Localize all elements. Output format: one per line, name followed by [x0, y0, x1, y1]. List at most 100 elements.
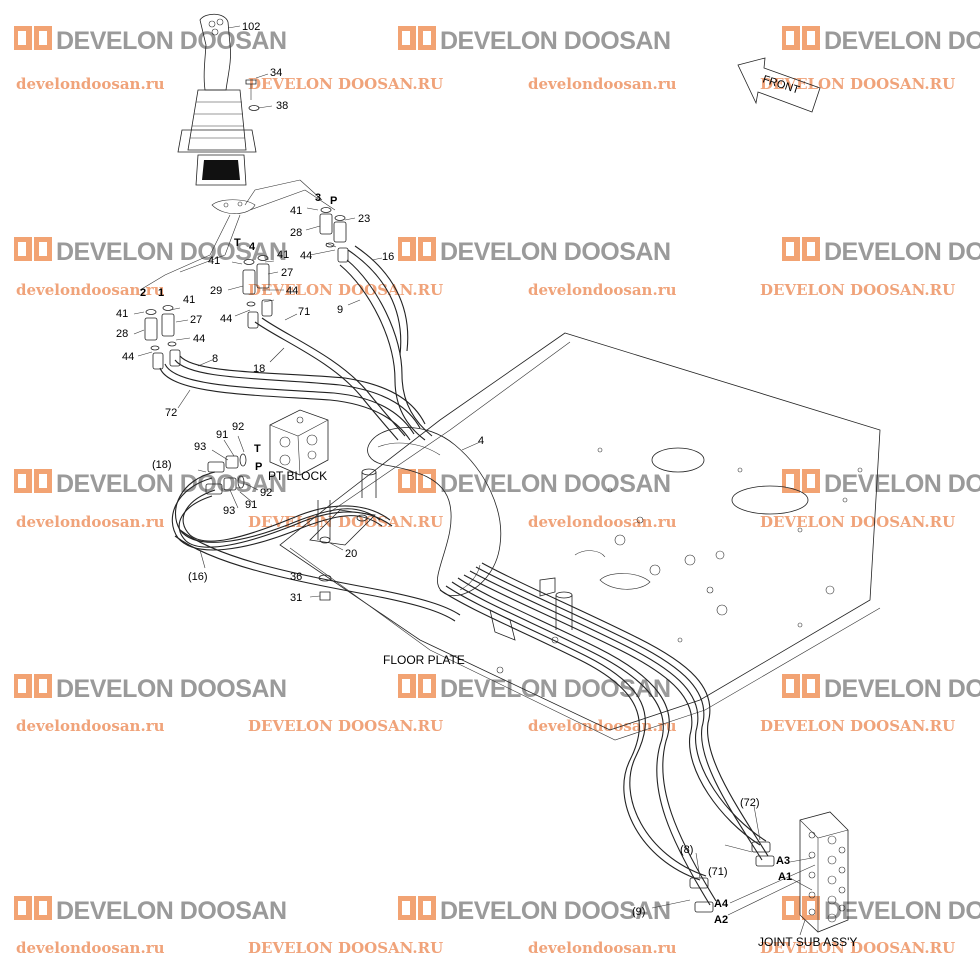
part-label-9: 9 — [337, 304, 343, 316]
part-label-36: 36 — [290, 571, 302, 583]
part-label-72: 72 — [165, 407, 177, 419]
part-labels: 102 34 38 3 P 41 23 28 44 16 T 4 41 41 2… — [116, 21, 857, 949]
watermark-brand-text: DEVELON DOOSAN — [56, 675, 287, 703]
watermark-logo — [782, 469, 820, 493]
watermark-brand-text: DEVELON DOOSAN — [824, 27, 980, 55]
part-label-91: 91 — [245, 499, 257, 511]
part-label-93: 93 — [223, 505, 235, 517]
watermark-logo — [398, 26, 436, 50]
watermark-url: DEVELON DOOSAN.RU — [248, 717, 443, 735]
part-label-72-ref: (72) — [740, 797, 760, 809]
watermark-url: develondoosan.ru — [528, 75, 677, 93]
port-label-a2: A2 — [714, 914, 728, 926]
port-label-2: 2 — [140, 287, 146, 299]
watermark-logo — [398, 469, 436, 493]
watermark-logo — [782, 896, 820, 920]
watermark-logo — [14, 469, 52, 493]
part-label-93: 93 — [194, 441, 206, 453]
caption-pt-block: PT BLOCK — [268, 469, 327, 483]
watermark-brand-text: DEVELON DOOSAN — [824, 675, 980, 703]
port-label-a3: A3 — [776, 855, 790, 867]
part-label-41: 41 — [290, 205, 302, 217]
watermark-logo — [398, 896, 436, 920]
watermark-url: DEVELON DOOSAN.RU — [760, 717, 955, 735]
watermark-url: DEVELON DOOSAN.RU — [760, 513, 955, 531]
watermark-brand-text: DEVELON DOOSAN — [824, 897, 980, 925]
part-label-102: 102 — [242, 21, 260, 33]
pt-block — [269, 409, 329, 476]
floor-plate — [279, 332, 881, 741]
part-label-18-ref: (18) — [152, 459, 172, 471]
joint-sub-assy — [799, 811, 849, 933]
port-label-p-top: P — [330, 195, 337, 207]
leader-lines — [133, 25, 816, 936]
watermark-url: develondoosan.ru — [528, 939, 677, 957]
port-label-a1: A1 — [778, 871, 792, 883]
part-label-41: 41 — [116, 308, 128, 320]
part-label-41: 41 — [208, 255, 220, 267]
watermark-url: develondoosan.ru — [528, 513, 677, 531]
hose-bundle — [159, 245, 769, 906]
watermark-brand-text: DEVELON DOOSAN — [440, 27, 671, 55]
watermark-url: develondoosan.ru — [16, 717, 165, 735]
part-label-41: 41 — [277, 249, 289, 261]
watermark-logo — [14, 896, 52, 920]
port-label-a4: A4 — [714, 898, 729, 910]
watermark-url: DEVELON DOOSAN.RU — [760, 939, 955, 957]
joystick-102 — [139, 13, 336, 291]
part-label-29: 29 — [210, 285, 222, 297]
port-label-p-block: P — [255, 461, 262, 473]
port-label-1: 1 — [158, 287, 164, 299]
watermark-logo — [14, 674, 52, 698]
part-label-8: 8 — [212, 353, 218, 365]
watermark-logo — [398, 674, 436, 698]
watermark-brand-text: DEVELON DOOSAN — [440, 238, 671, 266]
watermark-logo — [782, 674, 820, 698]
watermark-logo — [14, 237, 52, 261]
watermark-brand-text: DEVELON DOOSAN — [440, 897, 671, 925]
watermark-logo — [782, 26, 820, 50]
watermark-url: DEVELON DOOSAN.RU — [760, 281, 955, 299]
part-label-44: 44 — [193, 333, 205, 345]
part-label-8-ref: (8) — [680, 844, 693, 856]
part-label-28: 28 — [290, 227, 302, 239]
watermark-layer: DEVELON DOOSAN DEVELON DOOSAN DEVELON DO… — [14, 26, 980, 957]
watermark-url: develondoosan.ru — [16, 939, 165, 957]
part-label-18: 18 — [253, 363, 265, 375]
part-label-44: 44 — [122, 351, 134, 363]
fittings — [144, 207, 775, 913]
part-label-34: 34 — [270, 67, 282, 79]
part-label-71: 71 — [298, 306, 310, 318]
part-label-92: 92 — [260, 487, 272, 499]
part-label-27: 27 — [281, 267, 293, 279]
watermark-url: develondoosan.ru — [16, 281, 165, 299]
watermark-brand-text: DEVELON DOOSAN — [56, 897, 287, 925]
watermark-logo — [398, 237, 436, 261]
watermark-brand-text: DEVELON DOOSAN — [56, 27, 287, 55]
part-label-23: 23 — [358, 213, 370, 225]
watermark-url: DEVELON DOOSAN.RU — [760, 75, 955, 93]
part-label-91: 91 — [216, 429, 228, 441]
watermark-brand-text: DEVELON DOOSAN — [440, 470, 671, 498]
port-label-t-block: T — [254, 443, 261, 455]
part-label-38: 38 — [276, 100, 288, 112]
part-label-44: 44 — [286, 285, 298, 297]
watermark-url: develondoosan.ru — [528, 281, 677, 299]
part-label-71-ref: (71) — [708, 866, 728, 878]
watermark-url: develondoosan.ru — [16, 75, 165, 93]
part-label-41: 41 — [183, 294, 195, 306]
watermark-logo — [14, 26, 52, 50]
part-label-4: 4 — [478, 435, 484, 447]
watermark-brand-text: DEVELON DOOSAN — [824, 470, 980, 498]
part-label-92: 92 — [232, 421, 244, 433]
part-label-28: 28 — [116, 328, 128, 340]
caption-joint-sub-assy: JOINT SUB ASS'Y — [758, 935, 857, 949]
watermark-url: DEVELON DOOSAN.RU — [248, 939, 443, 957]
caption-floor-plate: FLOOR PLATE — [383, 653, 465, 667]
port-label-4: 4 — [249, 241, 256, 253]
watermark-brand-text: DEVELON DOOSAN — [56, 470, 287, 498]
port-label-t-top: T — [234, 237, 241, 249]
watermark-url: develondoosan.ru — [16, 513, 165, 531]
part-label-44: 44 — [220, 313, 232, 325]
